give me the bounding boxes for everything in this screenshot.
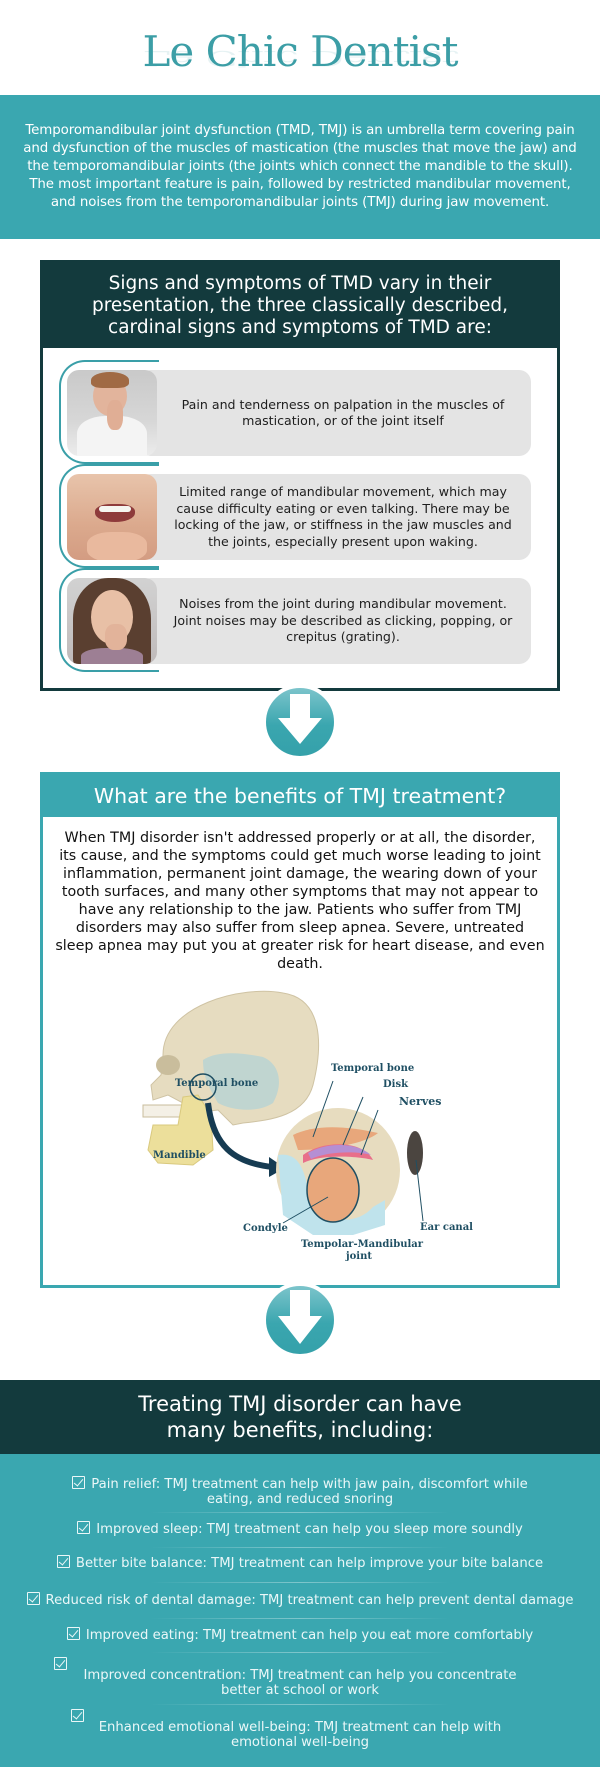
benefits-text: When TMJ disorder isn't addressed proper… (55, 830, 545, 972)
benefits-header: What are the benefits of TMJ treatment? (43, 775, 557, 817)
benefit-text-cont: emotional well-being (230, 1735, 370, 1750)
open-mouth-jaw-photo (67, 474, 157, 560)
label-disk: Disk (383, 1079, 409, 1090)
bracket-decoration (59, 464, 159, 568)
benefits-heading: What are the benefits of TMJ treatment? (93, 784, 507, 808)
divider (150, 1512, 450, 1513)
symptoms-header: Signs and symptoms of TMD vary in their … (43, 263, 557, 348)
benefit-text-cont: eating, and reduced snoring (206, 1492, 394, 1507)
benefit-text: Better bite balance: TMJ treatment can h… (75, 1556, 544, 1571)
symptom-item: Noises from the joint during mandibular … (59, 568, 543, 672)
symptom-card: Pain and tenderness on palpation in the … (139, 370, 531, 456)
intro-text: Temporomandibular joint dysfunction (TMD… (23, 123, 577, 210)
divider (150, 1547, 450, 1548)
label-temporal-bone-skull: Temporal bone (175, 1078, 259, 1089)
benefit-item-bite-balance: Better bite balance: TMJ treatment can h… (0, 1555, 600, 1571)
benefit-text: Improved eating: TMJ treatment can help … (85, 1628, 534, 1643)
checkbox-icon (66, 1627, 80, 1640)
symptoms-heading: Signs and symptoms of TMD vary in their … (91, 272, 509, 338)
bracket-decoration (59, 360, 159, 464)
divider (150, 1704, 450, 1705)
logo: Le Chic Dentist (142, 27, 459, 76)
woman-holding-jaw-photo (67, 578, 157, 664)
divider (150, 1652, 450, 1653)
arrow-down-icon (262, 684, 338, 760)
checkbox-icon (56, 1555, 70, 1568)
symptom-item: Limited range of mandibular movement, wh… (59, 464, 543, 568)
symptom-text: Noises from the joint during mandibular … (173, 596, 513, 645)
skull-illustration (142, 990, 424, 1235)
benefit-item-emotional-wellbeing: Enhanced emotional well-being: TMJ treat… (0, 1720, 600, 1750)
benefit-text-cont: better at school or work (220, 1683, 380, 1698)
bracket-decoration (59, 568, 159, 672)
symptom-item: Pain and tenderness on palpation in the … (59, 360, 543, 464)
divider (150, 1582, 450, 1583)
treating-benefits-list: Pain relief: TMJ treatment can help with… (0, 1454, 600, 1767)
symptoms-section: Signs and symptoms of TMD vary in their … (40, 260, 560, 691)
benefits-section: What are the benefits of TMJ treatment? … (40, 772, 560, 1288)
label-joint-line1: Tempolar-Mandibular (301, 1239, 424, 1250)
benefit-text: Enhanced emotional well-being: TMJ treat… (98, 1720, 502, 1735)
checkbox-icon (54, 1657, 67, 1670)
label-nerves: Nerves (399, 1095, 442, 1108)
benefit-text: Improved sleep: TMJ treatment can help y… (96, 1522, 523, 1537)
benefit-item-concentration: Improved concentration: TMJ treatment ca… (0, 1668, 600, 1698)
tmj-anatomy-diagram: Temporal bone Mandible Temporal bone Dis… (123, 985, 483, 1285)
benefit-item-dental-damage: Reduced risk of dental damage: TMJ treat… (0, 1592, 600, 1608)
symptom-text: Limited range of mandibular movement, wh… (174, 484, 512, 549)
arrow-down-icon (262, 1282, 338, 1358)
treating-heading-line1: Treating TMJ disorder can have (138, 1392, 462, 1416)
label-temporal-bone: Temporal bone (331, 1063, 415, 1074)
label-condyle: Condyle (243, 1223, 288, 1234)
treating-heading: Treating TMJ disorder can have many bene… (138, 1391, 462, 1443)
symptom-card: Limited range of mandibular movement, wh… (139, 474, 531, 560)
checkbox-icon (26, 1592, 40, 1605)
label-joint-line2: joint (346, 1251, 372, 1262)
benefits-body: When TMJ disorder isn't addressed proper… (43, 817, 557, 973)
benefit-item-pain-relief: Pain relief: TMJ treatment can help with… (0, 1476, 600, 1507)
symptom-text: Pain and tenderness on palpation in the … (181, 396, 505, 429)
intro-band: Temporomandibular joint dysfunction (TMD… (0, 95, 600, 239)
man-holding-jaw-photo (67, 370, 157, 456)
divider (150, 1618, 450, 1619)
benefit-text: Reduced risk of dental damage: TMJ treat… (45, 1593, 574, 1608)
checkbox-icon (71, 1709, 84, 1722)
label-mandible: Mandible (153, 1150, 206, 1161)
treating-heading-line2: many benefits, including: (166, 1418, 434, 1442)
benefit-text: Improved concentration: TMJ treatment ca… (83, 1668, 517, 1683)
symptom-card: Noises from the joint during mandibular … (139, 578, 531, 664)
benefit-item-improved-sleep: Improved sleep: TMJ treatment can help y… (0, 1521, 600, 1537)
checkbox-icon (77, 1521, 91, 1534)
benefit-item-improved-eating: Improved eating: TMJ treatment can help … (0, 1627, 600, 1643)
logo-reflection: Le Chic Dentist (142, 46, 458, 71)
treating-header: Treating TMJ disorder can have many bene… (0, 1380, 600, 1454)
label-ear-canal: Ear canal (420, 1222, 473, 1233)
benefit-text: Pain relief: TMJ treatment can help with… (91, 1477, 528, 1492)
header: Le Chic Dentist Le Chic Dentist (0, 0, 600, 95)
checkbox-icon (72, 1476, 86, 1489)
